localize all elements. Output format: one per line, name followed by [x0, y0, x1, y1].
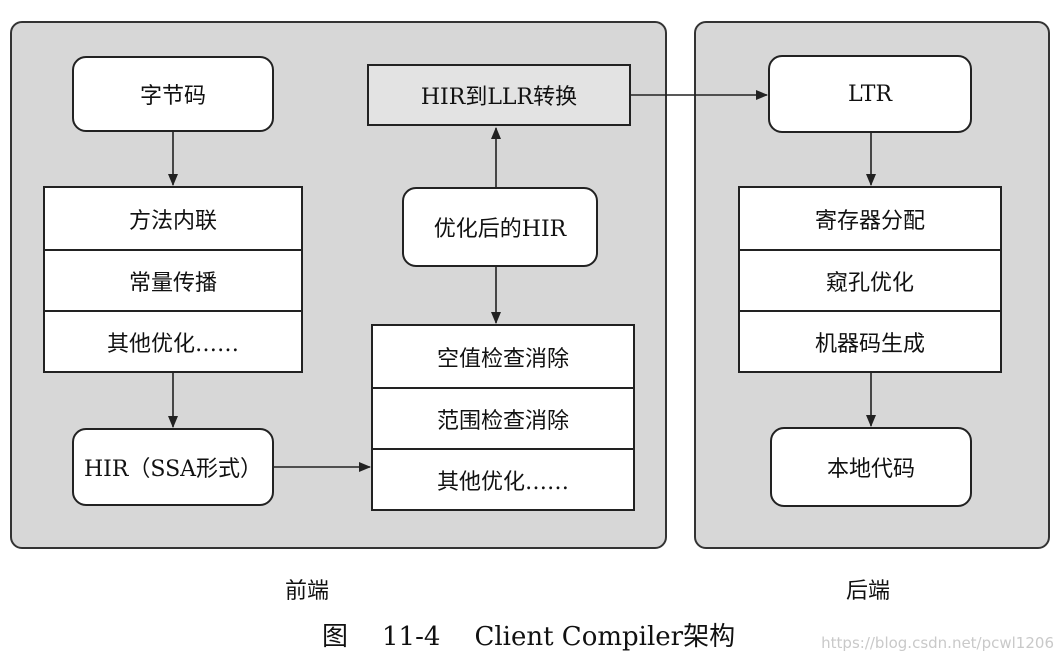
hir-optimization-stack: 方法内联 常量传播 其他优化……: [43, 186, 303, 373]
ltr-node: LTR: [768, 55, 972, 133]
hir-checks-stack: 空值检查消除 范围检查消除 其他优化……: [371, 324, 635, 511]
other-optimizations-step: 其他优化……: [45, 310, 301, 371]
caption-prefix: 图: [322, 622, 349, 652]
null-check-elimination-step: 空值检查消除: [436, 346, 569, 372]
backend-label: 后端: [846, 579, 891, 604]
llr-codegen-stack: 寄存器分配 窥孔优化 机器码生成: [738, 186, 1002, 373]
bytecode-node: 字节码: [72, 56, 274, 132]
figure-caption: 图 11-4 Client Compiler架构: [322, 616, 735, 653]
hir-ssa-node: HIR（SSA形式）: [72, 428, 274, 506]
hir-to-llr-node: HIR到LLR转换: [367, 64, 631, 126]
frontend-label: 前端: [285, 579, 330, 604]
method-inlining-step: 方法内联: [128, 208, 217, 234]
native-code-node: 本地代码: [770, 427, 972, 507]
other-optimizations-step-2: 其他优化……: [373, 448, 633, 509]
register-allocation-step: 寄存器分配: [814, 208, 925, 234]
watermark-text: https://blog.csdn.net/pcwl1206: [821, 634, 1054, 652]
range-check-elimination-step: 范围检查消除: [373, 387, 633, 448]
peephole-optimization-step: 窥孔优化: [740, 249, 1000, 310]
optimized-hir-node: 优化后的HIR: [402, 187, 598, 267]
constant-propagation-step: 常量传播: [45, 249, 301, 310]
caption-title: Client Compiler架构: [474, 622, 736, 652]
caption-number: 11-4: [382, 622, 441, 652]
machine-code-generation-step: 机器码生成: [740, 310, 1000, 371]
